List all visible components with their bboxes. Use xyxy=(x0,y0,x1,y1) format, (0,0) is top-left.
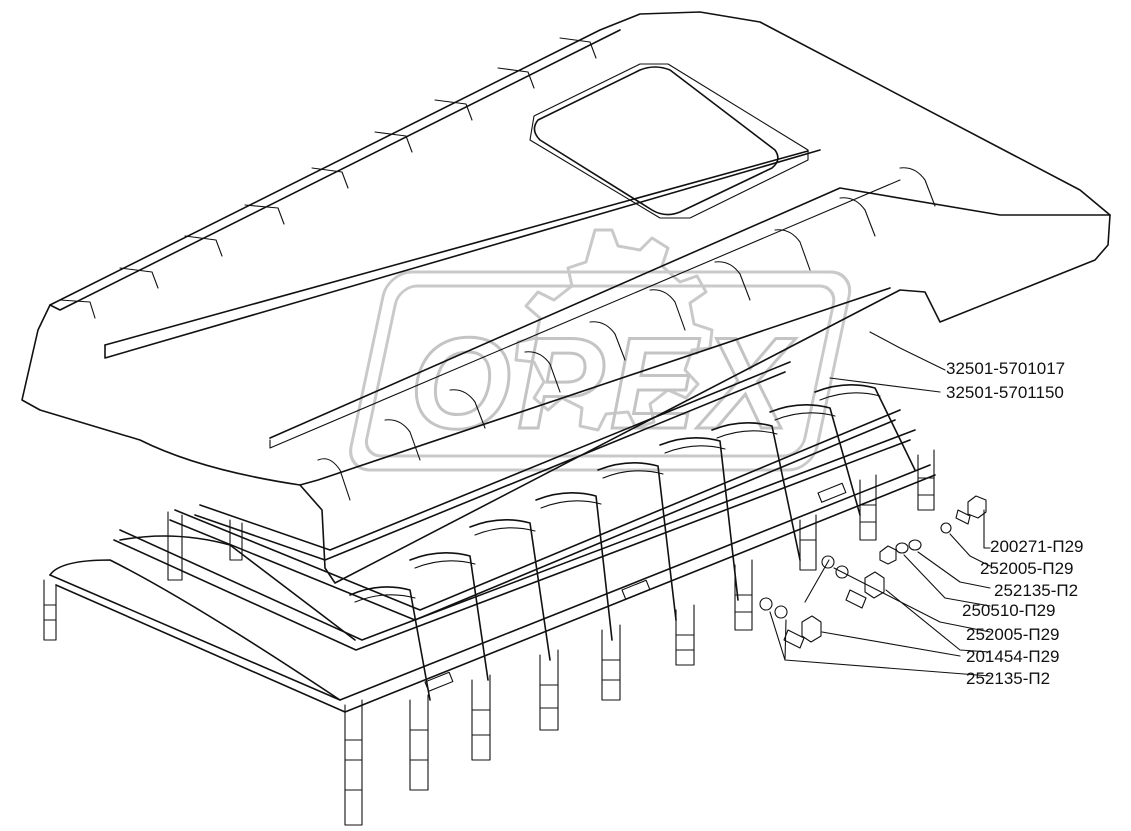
washer-252005-top xyxy=(940,522,952,534)
watermark-logo: OPEX xyxy=(349,228,852,472)
callout-label: 252135-П2 xyxy=(994,581,1078,600)
callout-label: 201454-П29 xyxy=(966,647,1060,666)
roof-tabs xyxy=(59,37,936,501)
washer-250510 xyxy=(895,542,909,554)
bolt-201454-upper xyxy=(845,571,885,609)
callout-label: 252135-П2 xyxy=(966,669,1050,688)
washer-252135-top xyxy=(908,539,922,551)
callout-label: 252005-П29 xyxy=(966,625,1060,644)
nut xyxy=(879,545,897,565)
washer-252005-mid xyxy=(821,555,835,569)
washer-252135-low xyxy=(759,597,773,611)
frame-part xyxy=(43,361,936,826)
frame-stakes xyxy=(43,449,935,826)
callout-label: 250510-П29 xyxy=(962,601,1056,620)
roof-panel-part xyxy=(21,11,1111,584)
callout-labels: 32501-5701017 32501-5701150 200271-П29 2… xyxy=(946,359,1084,688)
callout-label: 252005-П29 xyxy=(980,559,1074,578)
washer-252135-mid xyxy=(835,565,849,579)
callout-label: 32501-5701150 xyxy=(946,383,1064,402)
callout-label: 32501-5701017 xyxy=(946,359,1065,378)
bolt-201454-lower xyxy=(783,615,822,649)
callout-label: 200271-П29 xyxy=(990,537,1084,556)
svg-text:OPEX: OPEX xyxy=(410,310,797,456)
bolt-200271 xyxy=(955,495,987,525)
washer-252005-low xyxy=(774,605,788,619)
leader-lines xyxy=(769,331,991,677)
